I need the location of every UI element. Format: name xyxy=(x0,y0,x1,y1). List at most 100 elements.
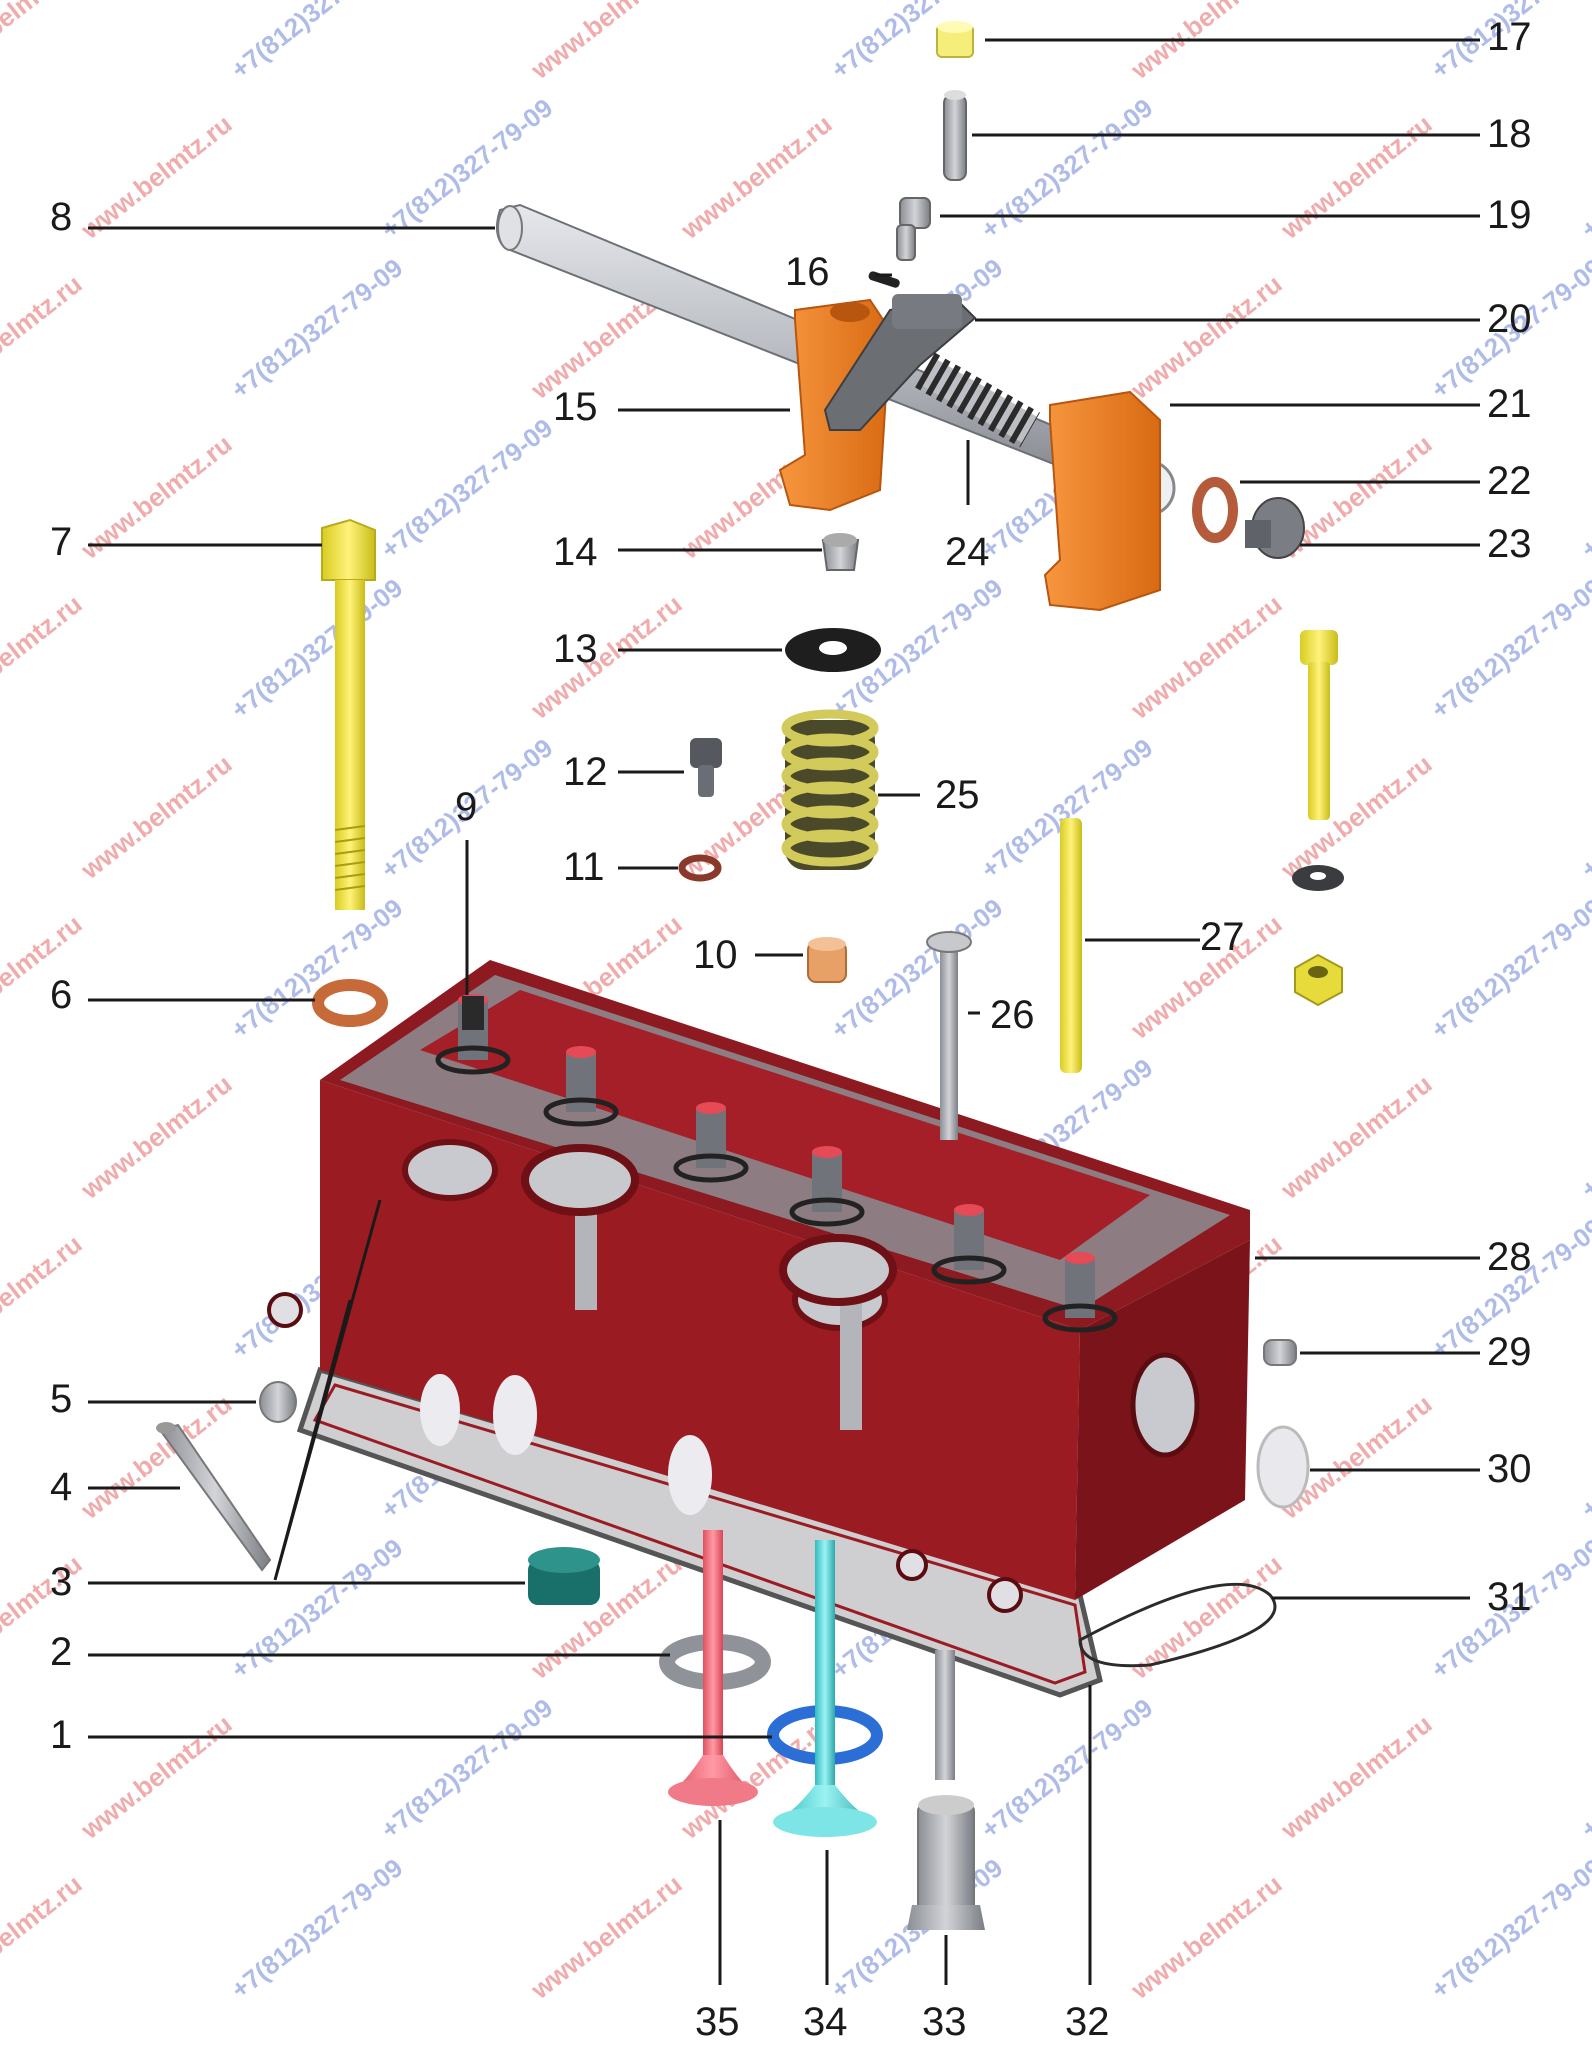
callout-18: 18 xyxy=(1487,112,1532,156)
watermark-text: www.belmtz.ru xyxy=(1124,1869,1287,2006)
watermark-text: www.belmtz.ru xyxy=(674,109,837,246)
callout-24: 24 xyxy=(945,530,990,574)
callout-25: 25 xyxy=(935,773,980,817)
head-top-pocket xyxy=(420,990,1150,1260)
copper-washer xyxy=(678,854,722,882)
callout-6: 6 xyxy=(50,973,72,1017)
watermark-text: +7(812)327-79-09 xyxy=(225,252,408,404)
rocker-spring xyxy=(915,352,1040,448)
callout-34: 34 xyxy=(803,2000,848,2044)
watermark-text: www.belmtz.ru xyxy=(1274,1069,1437,1206)
watermark-text: +7(812)327-79-09 xyxy=(225,572,408,724)
valve-tappet xyxy=(907,1650,985,1930)
watermark-text: www.belmtz.ru xyxy=(524,589,687,726)
pushrod-tube xyxy=(840,1300,862,1430)
lower-port xyxy=(493,1375,537,1455)
watermark-text: +7(812)327-79-09 xyxy=(825,0,1008,85)
watermark-text: www.belmtz.ru xyxy=(0,0,88,85)
watermark-text: www.belmtz.ru xyxy=(1124,589,1287,726)
spring-retainer-plate xyxy=(785,628,881,672)
intake-valve xyxy=(773,1540,877,1837)
callout-5: 5 xyxy=(50,1377,72,1421)
callout-21: 21 xyxy=(1487,382,1532,426)
lock-clip xyxy=(868,271,900,288)
watermark-text: +7(812)327-79-09 xyxy=(825,892,1008,1044)
valve-cap xyxy=(821,533,860,571)
callout-labels: 17 18 19 20 21 22 23 8 16 15 24 14 7 13 … xyxy=(50,15,1532,2044)
callout-1: 1 xyxy=(50,1713,72,1757)
watermark-text: www.belmtz.ru xyxy=(0,589,88,726)
shaft-washer xyxy=(1192,477,1238,543)
adjusting-nut xyxy=(936,21,974,58)
watermark-text: www.belmtz.ru xyxy=(524,0,687,85)
watermark-text: www.belmtz.ru xyxy=(524,1869,687,2006)
callout-35: 35 xyxy=(695,2000,740,2044)
callout-3: 3 xyxy=(50,1560,72,1604)
leader-lines xyxy=(88,38,1480,1985)
callout-11: 11 xyxy=(563,845,605,889)
rocker-bracket-right xyxy=(1043,390,1161,612)
o-ring xyxy=(1078,1582,1277,1668)
watermark-text: www.belmtz.ru xyxy=(74,1389,237,1526)
push-screw xyxy=(896,197,931,261)
front-port xyxy=(402,1139,498,1201)
watermark-text: +7(812)327-79-09 xyxy=(1575,732,1592,884)
watermark-text: www.belmtz.ru xyxy=(0,1229,88,1366)
watermark-text: +7(812)327-79-09 xyxy=(975,1692,1158,1844)
lower-port xyxy=(668,1435,712,1515)
watermark-text: www.belmtz.ru xyxy=(74,1069,237,1206)
watermark-text: www.belmtz.ru xyxy=(1274,109,1437,246)
small-plug xyxy=(1263,1339,1297,1366)
callout-16: 16 xyxy=(785,250,830,294)
shaft-plug xyxy=(1245,497,1305,559)
callout-28: 28 xyxy=(1487,1235,1532,1279)
head-bolt xyxy=(321,518,376,910)
callout-7: 7 xyxy=(50,520,72,564)
rocker-arm-head xyxy=(892,294,962,329)
callout-31: 31 xyxy=(1487,1575,1532,1619)
leader-3 xyxy=(88,1199,525,1585)
watermark-text: +7(812)327-79-09 xyxy=(1575,92,1592,244)
watermark-text: www.belmtz.ru xyxy=(0,909,88,1046)
callout-30: 30 xyxy=(1487,1447,1532,1491)
watermark-text: +7(812)327-79-09 xyxy=(1575,1052,1592,1204)
valve-stem-guide xyxy=(462,996,484,1030)
watermark-text: +7(812)327-79-09 xyxy=(1575,1372,1592,1524)
glow-plug xyxy=(156,1422,272,1572)
watermark-text: www.belmtz.ru xyxy=(74,1709,237,1846)
watermark-text: +7(812)327-79-09 xyxy=(1425,892,1592,1044)
lower-port xyxy=(420,1374,460,1446)
callout-10: 10 xyxy=(693,933,738,977)
bolt-washer xyxy=(312,979,388,1027)
callout-23: 23 xyxy=(1487,522,1532,566)
valve-spring xyxy=(781,709,879,870)
side-cover-cap xyxy=(1256,1425,1310,1509)
watermark-text: www.belmtz.ru xyxy=(1274,1709,1437,1846)
callout-26: 26 xyxy=(990,993,1035,1037)
valve-stem-seal xyxy=(807,937,847,983)
watermark-text: www.belmtz.ru xyxy=(74,109,237,246)
callout-33: 33 xyxy=(922,2000,967,2044)
callout-27: 27 xyxy=(1200,915,1245,959)
adjusting-screw xyxy=(943,90,967,181)
callout-2: 2 xyxy=(50,1630,72,1674)
bolt-boss xyxy=(267,1292,303,1328)
side-port xyxy=(1130,1352,1200,1458)
callout-22: 22 xyxy=(1487,459,1532,503)
watermark-text: www.belmtz.ru xyxy=(0,1549,88,1686)
exhaust-valve xyxy=(668,1530,758,1806)
watermark-text: www.belmtz.ru xyxy=(0,269,88,406)
shaft-end xyxy=(497,205,523,251)
small-bolt xyxy=(690,738,722,797)
injector-bore xyxy=(779,1234,897,1306)
callout-29: 29 xyxy=(1487,1330,1532,1374)
watermark-text: +7(812)327-79-09 xyxy=(1425,1852,1592,2004)
watermark-text: www.belmtz.ru xyxy=(1274,749,1437,886)
watermark-text: +7(812)327-79-09 xyxy=(1575,1692,1592,1844)
right-bolt-set xyxy=(1292,630,1344,1007)
watermark-text: +7(812)327-79-09 xyxy=(1575,412,1592,564)
cylinder-head xyxy=(267,960,1250,1698)
bolt-boss xyxy=(896,1549,928,1581)
side-plug xyxy=(259,1381,297,1423)
callout-19: 19 xyxy=(1487,193,1532,237)
